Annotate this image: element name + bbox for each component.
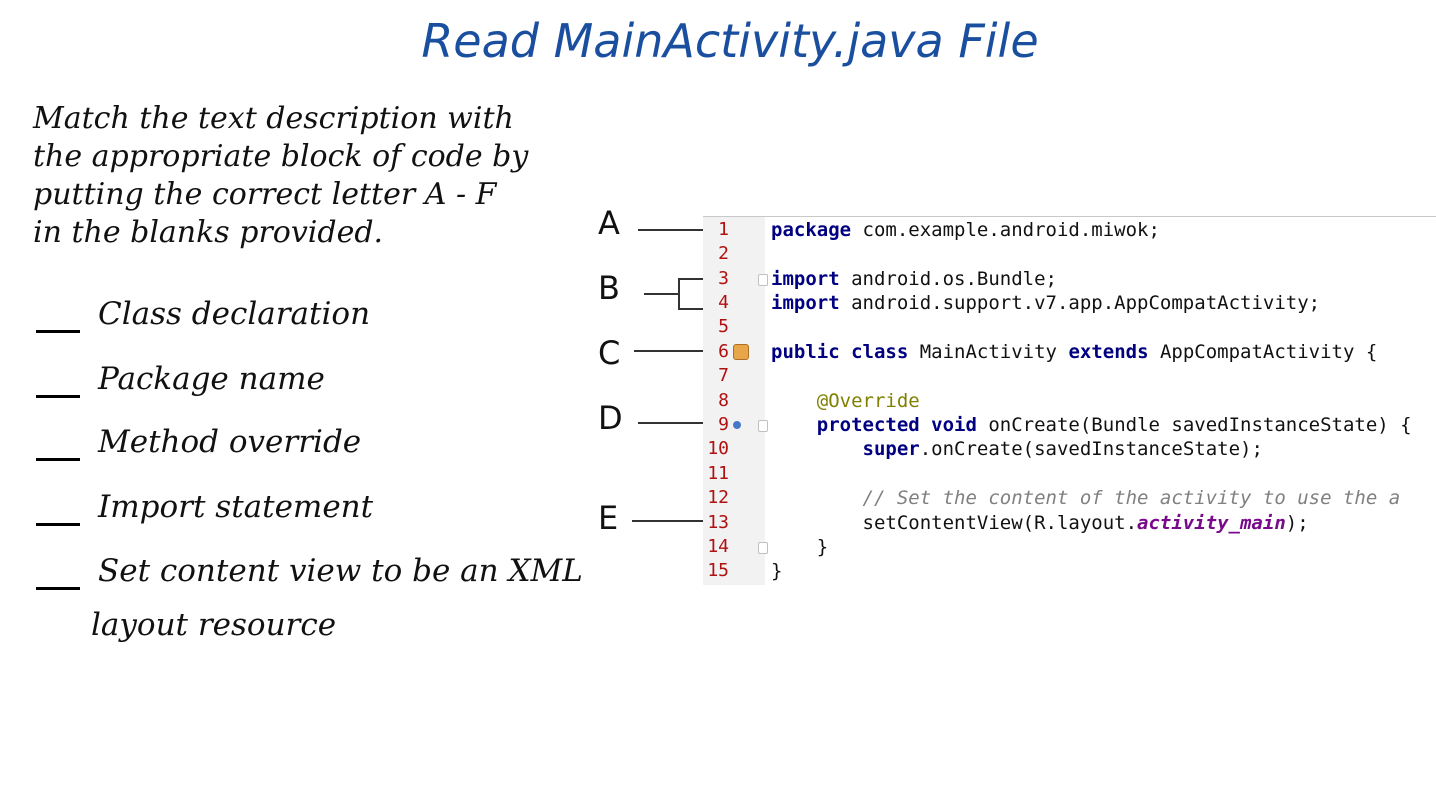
code-text: }: [771, 560, 783, 582]
line-number: 6: [718, 341, 729, 362]
line-number: 14: [707, 536, 729, 557]
override-icon[interactable]: [733, 421, 741, 429]
fold-marker-icon[interactable]: [758, 420, 768, 432]
code-line: 12 // Set the content of the activity to…: [703, 486, 1436, 510]
line-number: 4: [718, 292, 729, 313]
code-line: 3 import android.os.Bundle;: [703, 267, 1436, 291]
code-text: package com.example.android.miwok;: [771, 219, 1160, 241]
code-line: 1 package com.example.android.miwok;: [703, 218, 1436, 242]
line-number: 12: [707, 487, 729, 508]
line-number: 5: [718, 316, 729, 337]
bracket-b: [678, 278, 712, 310]
line-number: 9: [718, 414, 729, 435]
item-label: Method override: [98, 424, 362, 460]
answer-blank[interactable]: [36, 458, 80, 461]
code-text: setContentView(R.layout.activity_main);: [771, 512, 1309, 534]
page-title: Read MainActivity.java File: [421, 14, 1039, 68]
code-editor: 1 package com.example.android.miwok; 2 3…: [703, 216, 1436, 585]
marker-c: C: [598, 334, 621, 372]
connector-d: [638, 422, 710, 424]
item-label-continuation: layout resource: [91, 607, 337, 643]
connector-b: [644, 293, 678, 295]
line-number: 10: [707, 438, 729, 459]
marker-a: A: [598, 204, 620, 242]
item-label: Class declaration: [98, 296, 371, 332]
code-line: 8 @Override: [703, 389, 1436, 413]
code-line: 10 super.onCreate(savedInstanceState);: [703, 437, 1436, 461]
line-number: 3: [718, 268, 729, 289]
code-line: 4 import android.support.v7.app.AppCompa…: [703, 291, 1436, 315]
code-text: import android.support.v7.app.AppCompatA…: [771, 292, 1321, 314]
item-label: Import statement: [98, 489, 374, 525]
code-text: super.onCreate(savedInstanceState);: [862, 438, 1263, 460]
line-number: 13: [707, 512, 729, 533]
code-line: 14 }: [703, 535, 1436, 559]
fold-marker-icon[interactable]: [758, 542, 768, 554]
line-number: 11: [707, 463, 729, 484]
marker-b: B: [598, 269, 620, 307]
code-line: 13 setContentView(R.layout.activity_main…: [703, 511, 1436, 535]
connector-a: [638, 229, 710, 231]
connector-e: [632, 520, 710, 522]
line-number-gutter: [703, 217, 765, 585]
item-label: Package name: [98, 361, 325, 397]
marker-e: E: [598, 499, 619, 537]
code-text: }: [771, 536, 829, 558]
code-text: @Override: [816, 390, 920, 412]
code-line: 6 public class MainActivity extends AppC…: [703, 340, 1436, 364]
code-line: 2: [703, 242, 1436, 266]
line-number: 7: [718, 365, 729, 386]
instructions-text: Match the text description with the appr…: [33, 101, 529, 250]
code-text: protected void onCreate(Bundle savedInst…: [816, 414, 1412, 436]
code-comment: // Set the content of the activity to us…: [771, 487, 1401, 509]
code-line: 7: [703, 364, 1436, 388]
connector-c: [634, 350, 710, 352]
code-line: 5: [703, 315, 1436, 339]
code-text: public class MainActivity extends AppCom…: [771, 341, 1378, 363]
code-line: 9 protected void onCreate(Bundle savedIn…: [703, 413, 1436, 437]
answer-blank[interactable]: [36, 395, 80, 398]
line-number: 2: [718, 243, 729, 264]
code-line: 11: [703, 462, 1436, 486]
line-number: 15: [707, 560, 729, 581]
marker-d: D: [598, 399, 623, 437]
code-text: import android.os.Bundle;: [771, 268, 1057, 290]
code-line: 15 }: [703, 559, 1436, 583]
answer-blank[interactable]: [36, 587, 80, 590]
answer-blank[interactable]: [36, 330, 80, 333]
line-number: 8: [718, 390, 729, 411]
class-icon: [733, 344, 749, 360]
fold-marker-icon[interactable]: [758, 274, 768, 286]
answer-blank[interactable]: [36, 523, 80, 526]
line-number: 1: [718, 219, 729, 240]
item-label: Set content view to be an XML: [98, 553, 583, 589]
